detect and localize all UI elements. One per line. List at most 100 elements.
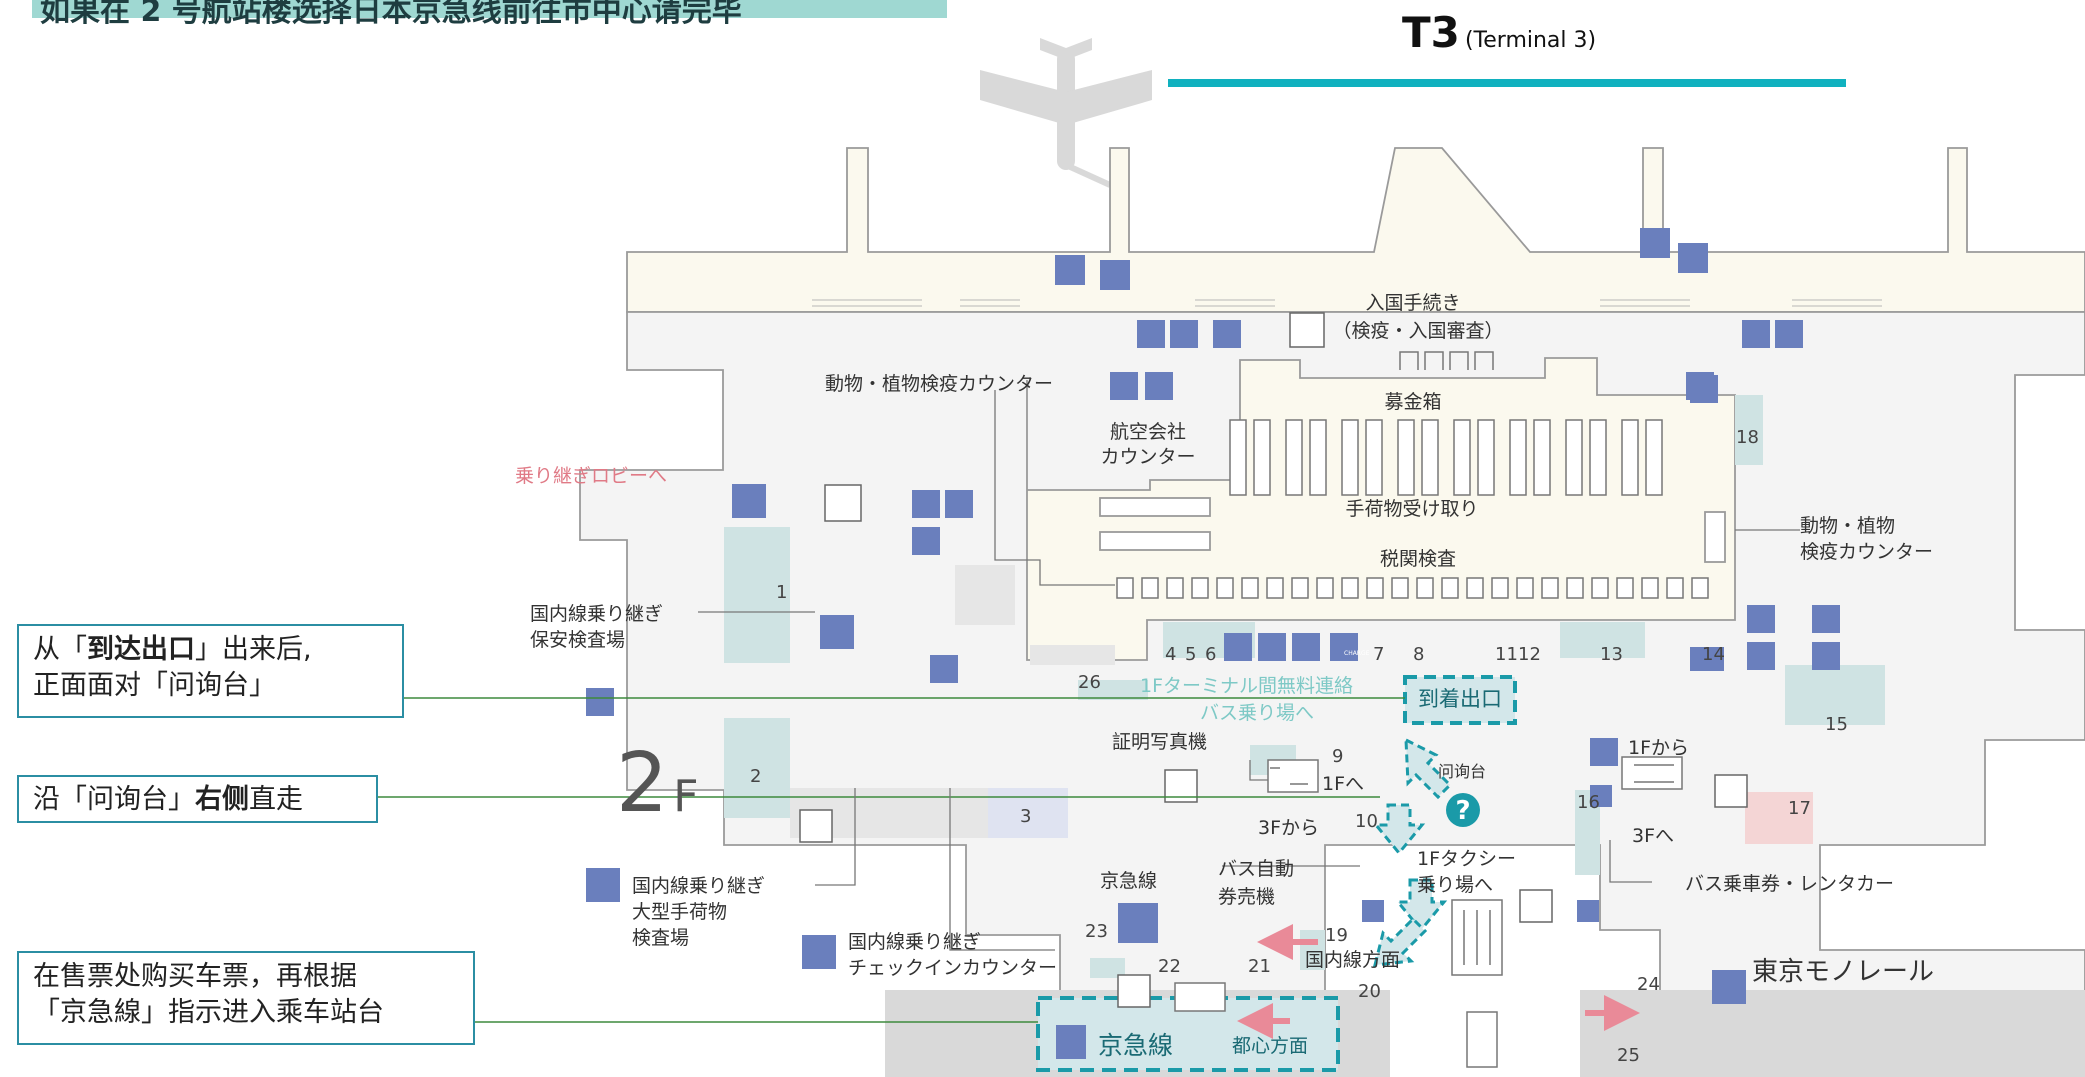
area-number: 22 (1158, 956, 1181, 977)
restroom-icon (1690, 375, 1718, 403)
airline-counter-label-2: カウンター (1100, 446, 1195, 468)
locker-icon (1577, 900, 1599, 922)
customs-booths (1116, 577, 1709, 599)
info-icon (1258, 633, 1286, 661)
route-arrows (1372, 737, 1453, 967)
restroom-icon (1742, 320, 1770, 348)
restroom-icon (1137, 320, 1165, 348)
info-icon (1100, 260, 1130, 290)
customs-label: 税関検査 (1380, 548, 1456, 570)
immigration-booths (1399, 351, 1494, 370)
smoking-area-icon (1690, 647, 1724, 671)
locker-icon (1590, 785, 1612, 807)
area-number: 6 (1205, 644, 1216, 665)
bus-ticket-rental-label: バス乗車券・レンタカー (1685, 873, 1894, 895)
domestic-security-label-1: 国内線乗り継ぎ (530, 603, 663, 625)
keikyu-line-label: 京急線 (1100, 870, 1157, 892)
airline-counter-label-1: 航空会社 (1110, 421, 1186, 443)
callout-leaders (378, 697, 1405, 1023)
floor-number: 2 (616, 736, 669, 831)
area-number: 4 (1165, 644, 1176, 665)
baggage-carousels (1229, 419, 1663, 496)
taxi-label-2: 乗り場へ (1417, 874, 1493, 896)
city-direction-label: 都心方面 (1232, 1035, 1308, 1057)
monorail-icon (1712, 970, 1746, 1004)
aed-icon (586, 688, 614, 716)
charge-icon (1330, 633, 1358, 661)
header-banner (32, 0, 947, 18)
accessible-restroom-icon (1145, 372, 1173, 400)
smoking-area-icon (930, 655, 958, 683)
area-number: 26 (1078, 672, 1101, 693)
pier-outline (626, 147, 2085, 313)
step1-line2: 正面面对「问询台」 (33, 670, 276, 701)
step3-callout: 在售票处购买车票，再根据 「京急線」指示进入乘车站台 (17, 951, 475, 1045)
phone-icon (1590, 738, 1618, 766)
terminal-title: T3 (Terminal 3) (1402, 8, 1596, 57)
pier-hatching (812, 299, 1882, 307)
facility-icons (586, 228, 1840, 1059)
step1-callout: 从「到达出口」出来后, 正面面对「问询台」 (17, 624, 404, 718)
terminal-underline (1168, 79, 1846, 87)
area-number: 24 (1637, 974, 1660, 995)
label-leaders (698, 390, 1800, 951)
accessible-restroom-icon (912, 527, 940, 555)
area-number: 9 (1332, 746, 1343, 767)
accessible-restroom-icon (1170, 320, 1198, 348)
step2-suffix: 直走 (249, 784, 303, 815)
domestic-large-baggage-label-3: 検査場 (632, 927, 689, 949)
bus-ticket-machine-label-1: バス自動 (1218, 858, 1294, 880)
security-icon (586, 868, 620, 902)
nursing-room-icon (945, 490, 973, 518)
restroom-icon (1812, 605, 1840, 633)
area-number: 20 (1358, 981, 1381, 1002)
header-banner-text: 如果在 2 号航站楼选择日本京急线前往市中心请完毕 (40, 0, 742, 29)
terminal-name: (Terminal 3) (1464, 28, 1597, 53)
locker-icon (1362, 900, 1384, 922)
taxi-label-1: 1Fタクシー (1417, 848, 1516, 870)
step3-line2: 「京急線」指示进入乘车站台 (33, 997, 384, 1028)
donation-box-label: 募金箱 (1384, 391, 1441, 413)
area-number: 25 (1617, 1045, 1640, 1066)
photo-booth-label: 証明写真機 (1112, 731, 1207, 753)
area-number: 17 (1788, 798, 1811, 819)
step2-callout: 沿「问询台」右侧直走 (17, 775, 378, 823)
pink-arrows (1237, 924, 1640, 1039)
info-icon (1747, 642, 1775, 670)
aed-icon (1055, 255, 1085, 285)
area-number: 16 (1577, 792, 1600, 813)
area-number: 3 (1020, 806, 1031, 827)
step2-prefix: 沿「问询台」 (33, 784, 195, 815)
area-number: 12 (1518, 644, 1541, 665)
phone-icon (1292, 633, 1320, 661)
baggage-claim-label: 手荷物受け取り (1345, 498, 1478, 520)
train-icon (1056, 1025, 1086, 1059)
immigration-label: 入国手続き (1365, 292, 1460, 314)
train-icon (1118, 903, 1158, 943)
domestic-large-baggage-label-2: 大型手荷物 (632, 901, 727, 923)
animal-plant-counter-label: 動物・植物検疫カウンター (825, 373, 1053, 395)
area-number: 7 (1373, 644, 1384, 665)
step3-line1: 在售票处购买车票，再根据 (33, 961, 357, 992)
security-icon (820, 615, 854, 649)
immigration-sub-label: （検疫・入国審査） (1332, 320, 1503, 342)
transfer-lobby-label: 乗り継ぎロビーへ (515, 465, 667, 487)
restroom-icon (912, 490, 940, 518)
info-desk-label: 问询台 (1438, 762, 1486, 781)
escalator-icon (1174, 756, 1683, 1068)
restroom-icon (1110, 372, 1138, 400)
area-number: 14 (1702, 644, 1725, 665)
map-labels: 入国手続き （検疫・入国審査） 動物・植物検疫カウンター 募金箱 航空会社 カウ… (515, 292, 1934, 1060)
escalator-icon (732, 484, 766, 518)
monorail-label: 東京モノレール (1752, 957, 1934, 987)
area-number: 23 (1085, 921, 1108, 942)
animal-plant-right-label-2: 検疫カウンター (1800, 541, 1933, 563)
security-icon (802, 935, 836, 969)
domestic-checkin-label-2: チェックインカウンター (848, 957, 1057, 979)
floor-label: 2 F (616, 736, 699, 831)
arrival-exit-label: 到着出口 (1418, 687, 1502, 711)
aed-icon (1640, 228, 1670, 258)
arrival-exit-highlight (1403, 675, 1517, 725)
question-mark-icon: ? (1446, 793, 1480, 827)
area-number: 18 (1736, 427, 1759, 448)
